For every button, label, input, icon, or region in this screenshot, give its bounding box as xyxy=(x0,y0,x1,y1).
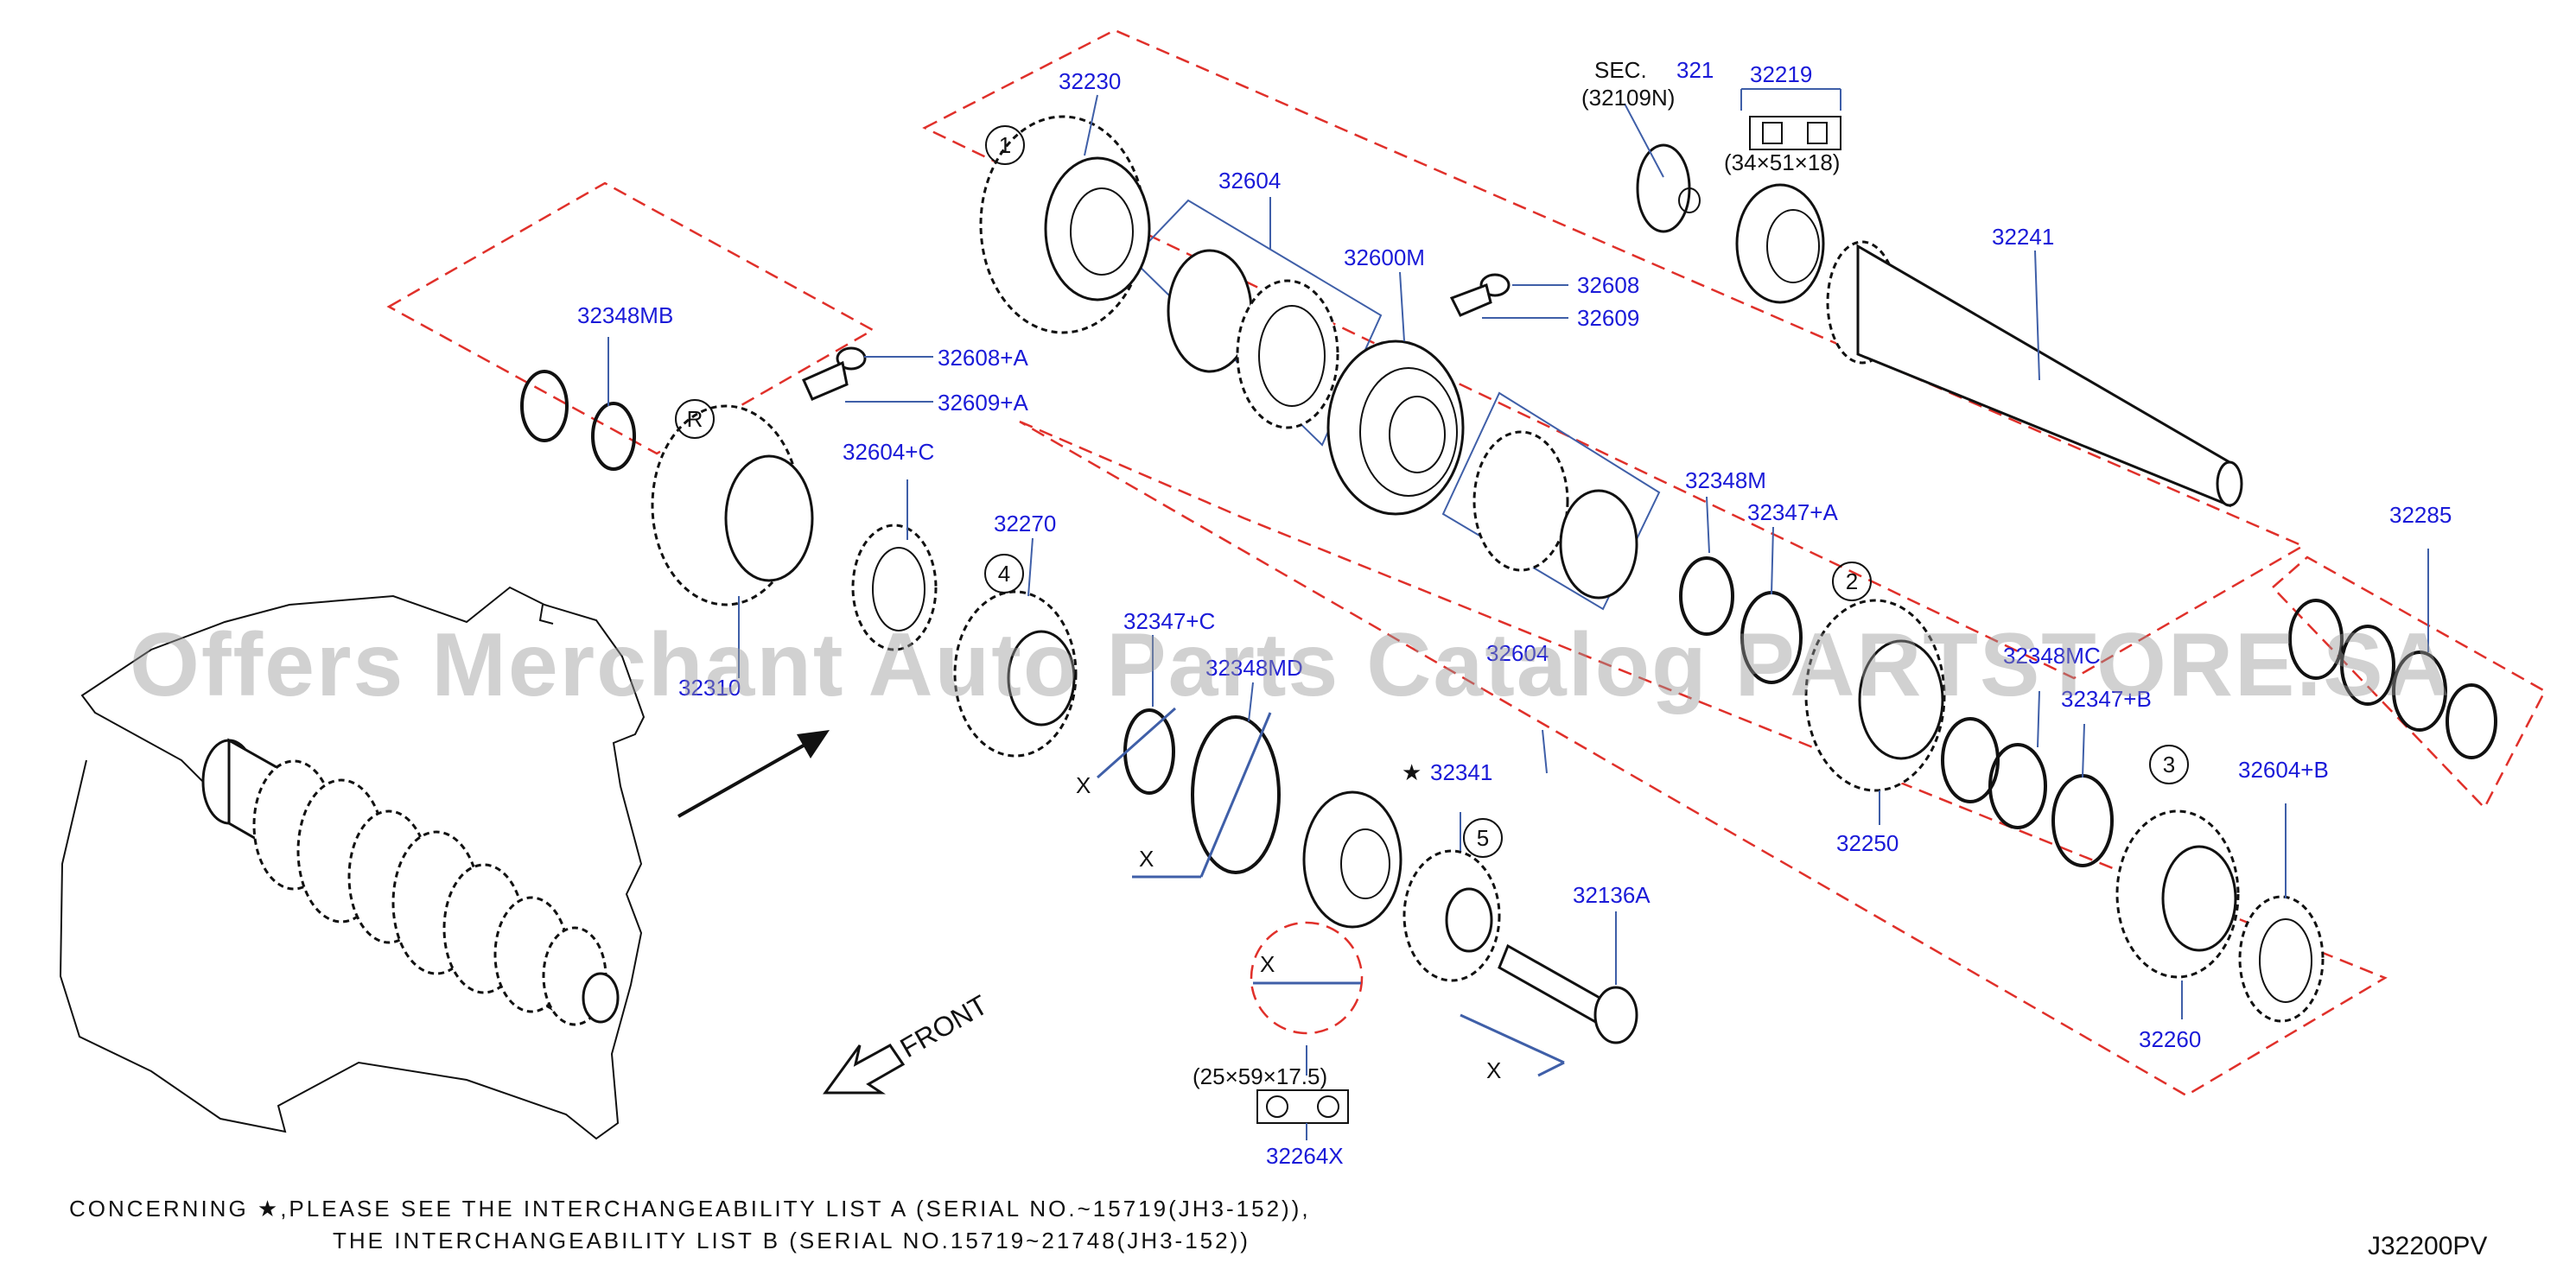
section-prefix: SEC. xyxy=(1594,57,1647,83)
part-label-32609-A: 32609+A xyxy=(938,390,1028,416)
clearance-detail-outline xyxy=(1250,921,1364,1035)
part-label-32348M: 32348M xyxy=(1685,467,1766,493)
section-321-part xyxy=(1636,143,1701,233)
bearing-32264X xyxy=(1302,790,1402,929)
callout-5 xyxy=(1463,818,1503,858)
front-direction-arrow xyxy=(823,1044,906,1095)
snap-ring-32348MD xyxy=(1191,715,1281,874)
part-label-32270: 32270 xyxy=(994,511,1056,536)
part-label-32348MC: 32348MC xyxy=(2003,643,2101,669)
part-label-32604: 32604 xyxy=(1218,168,1281,194)
part-label-32230: 32230 xyxy=(1059,68,1121,94)
diagram-code: J32200PV xyxy=(2368,1232,2487,1260)
gear-32341 xyxy=(1402,849,1501,982)
part-label-32285: 32285 xyxy=(2389,502,2452,528)
gear-32230 xyxy=(979,115,1151,334)
clearance-mark-4: X xyxy=(1486,1057,1501,1083)
exploded-view-arrowhead xyxy=(797,730,830,758)
part-label-32347-B: 32347+B xyxy=(2061,686,2152,712)
snap-ring-32348M xyxy=(1679,556,1734,636)
gear-reverse xyxy=(651,404,814,606)
upper-shaft-group-outline xyxy=(922,29,2306,680)
bearing-icon-top xyxy=(1749,116,1841,150)
front-label: FRONT xyxy=(895,989,993,1063)
part-label-32341: 32341 xyxy=(1430,759,1492,785)
part-label-32604-C: 32604+C xyxy=(843,439,934,465)
snap-ring-32348MB xyxy=(520,370,636,471)
sleeve-32600M xyxy=(1326,340,1465,516)
clearance-mark-3: X xyxy=(1260,951,1275,977)
callout-5-text: 5 xyxy=(1477,825,1489,851)
part-label-32347-A: 32347+A xyxy=(1747,499,1838,525)
part-label-32241: 32241 xyxy=(1992,224,2054,250)
part-label-32260: 32260 xyxy=(2139,1026,2201,1052)
synchronizer-hub-lower-32604 xyxy=(1472,430,1638,600)
snap-ring-group-outline xyxy=(2271,555,2547,810)
part-label-32348MD: 32348MD xyxy=(1205,655,1303,681)
bearing-icon-bottom xyxy=(1256,1089,1349,1124)
callout-2-text: 2 xyxy=(1846,568,1858,594)
part-label-32608: 32608 xyxy=(1577,272,1639,298)
callout-4-text: 4 xyxy=(998,561,1010,587)
part-label-32609: 32609 xyxy=(1577,305,1639,331)
synchronizer-ring-32604-C xyxy=(851,524,938,651)
leader-lines xyxy=(607,88,2429,1140)
section-number: 321 xyxy=(1676,57,1714,83)
callout-r-text: R xyxy=(687,406,703,432)
callout-3-text: 3 xyxy=(2163,752,2175,777)
thrust-washer-32347-B xyxy=(2051,774,2114,867)
transmission-housing-outline xyxy=(59,586,646,1140)
synchronizer-ring-32604-B xyxy=(2238,895,2325,1023)
part-label-32604-lower: 32604 xyxy=(1486,640,1549,666)
callout-2 xyxy=(1832,562,1872,601)
bearing-32219 xyxy=(1735,183,1825,304)
assembled-shaft-illustration xyxy=(201,738,620,1026)
mainshaft-32241 xyxy=(1826,240,2243,508)
part-label-32604-B: 32604+B xyxy=(2238,757,2329,783)
part-label-32608-A: 32608+A xyxy=(938,345,1028,371)
part-label-32136A: 32136A xyxy=(1573,882,1651,908)
clearance-mark-2: X xyxy=(1139,846,1154,872)
callout-1-text: 1 xyxy=(999,132,1011,158)
callout-3 xyxy=(2149,745,2189,784)
part-label-32310: 32310 xyxy=(678,675,741,701)
part-label-32250: 32250 xyxy=(1836,830,1899,856)
callout-4 xyxy=(984,554,1024,593)
watermark-text: Offers Merchant Auto Parts Catalog PARTS… xyxy=(130,615,2452,715)
gear-32270 xyxy=(953,590,1078,758)
lower-gear-group-outline xyxy=(1019,420,2388,1097)
snap-rings-32285 xyxy=(2288,599,2497,759)
pin-32608-A xyxy=(802,346,867,401)
footnote-line-1: CONCERNING ★,PLEASE SEE THE INTERCHANGEA… xyxy=(69,1196,1311,1222)
clearance-mark-1: X xyxy=(1076,772,1091,798)
synchronizer-box-lower xyxy=(1441,391,1661,611)
exploded-view-arrow xyxy=(677,741,809,818)
thrust-washer-32347-C xyxy=(1123,708,1175,795)
star-marker-32341: ★ xyxy=(1402,759,1422,785)
synchronizer-hub-32604 xyxy=(1167,249,1339,429)
snap-ring-32348MC xyxy=(1941,717,2047,829)
section-sub-number: (32109N) xyxy=(1581,85,1675,111)
part-label-32600M: 32600M xyxy=(1344,244,1425,270)
gear-32260 xyxy=(2115,809,2240,979)
part-label-32264X: 32264X xyxy=(1266,1143,1344,1169)
bearing-dimension-top: (34×51×18) xyxy=(1724,149,1840,175)
gear-32250 xyxy=(1804,599,1946,792)
part-label-32219: 32219 xyxy=(1750,61,1812,87)
part-label-32348MB: 32348MB xyxy=(577,302,673,328)
footnote-line-2: THE INTERCHANGEABILITY LIST B (SERIAL NO… xyxy=(333,1228,1250,1253)
pin-32608 xyxy=(1449,273,1511,317)
bearing-dimension-bottom: (25×59×17.5) xyxy=(1193,1063,1327,1089)
callout-r xyxy=(675,399,715,439)
callout-1 xyxy=(985,125,1025,165)
part-label-32347-C: 32347+C xyxy=(1123,608,1215,634)
bolt-32136A xyxy=(1498,943,1638,1044)
